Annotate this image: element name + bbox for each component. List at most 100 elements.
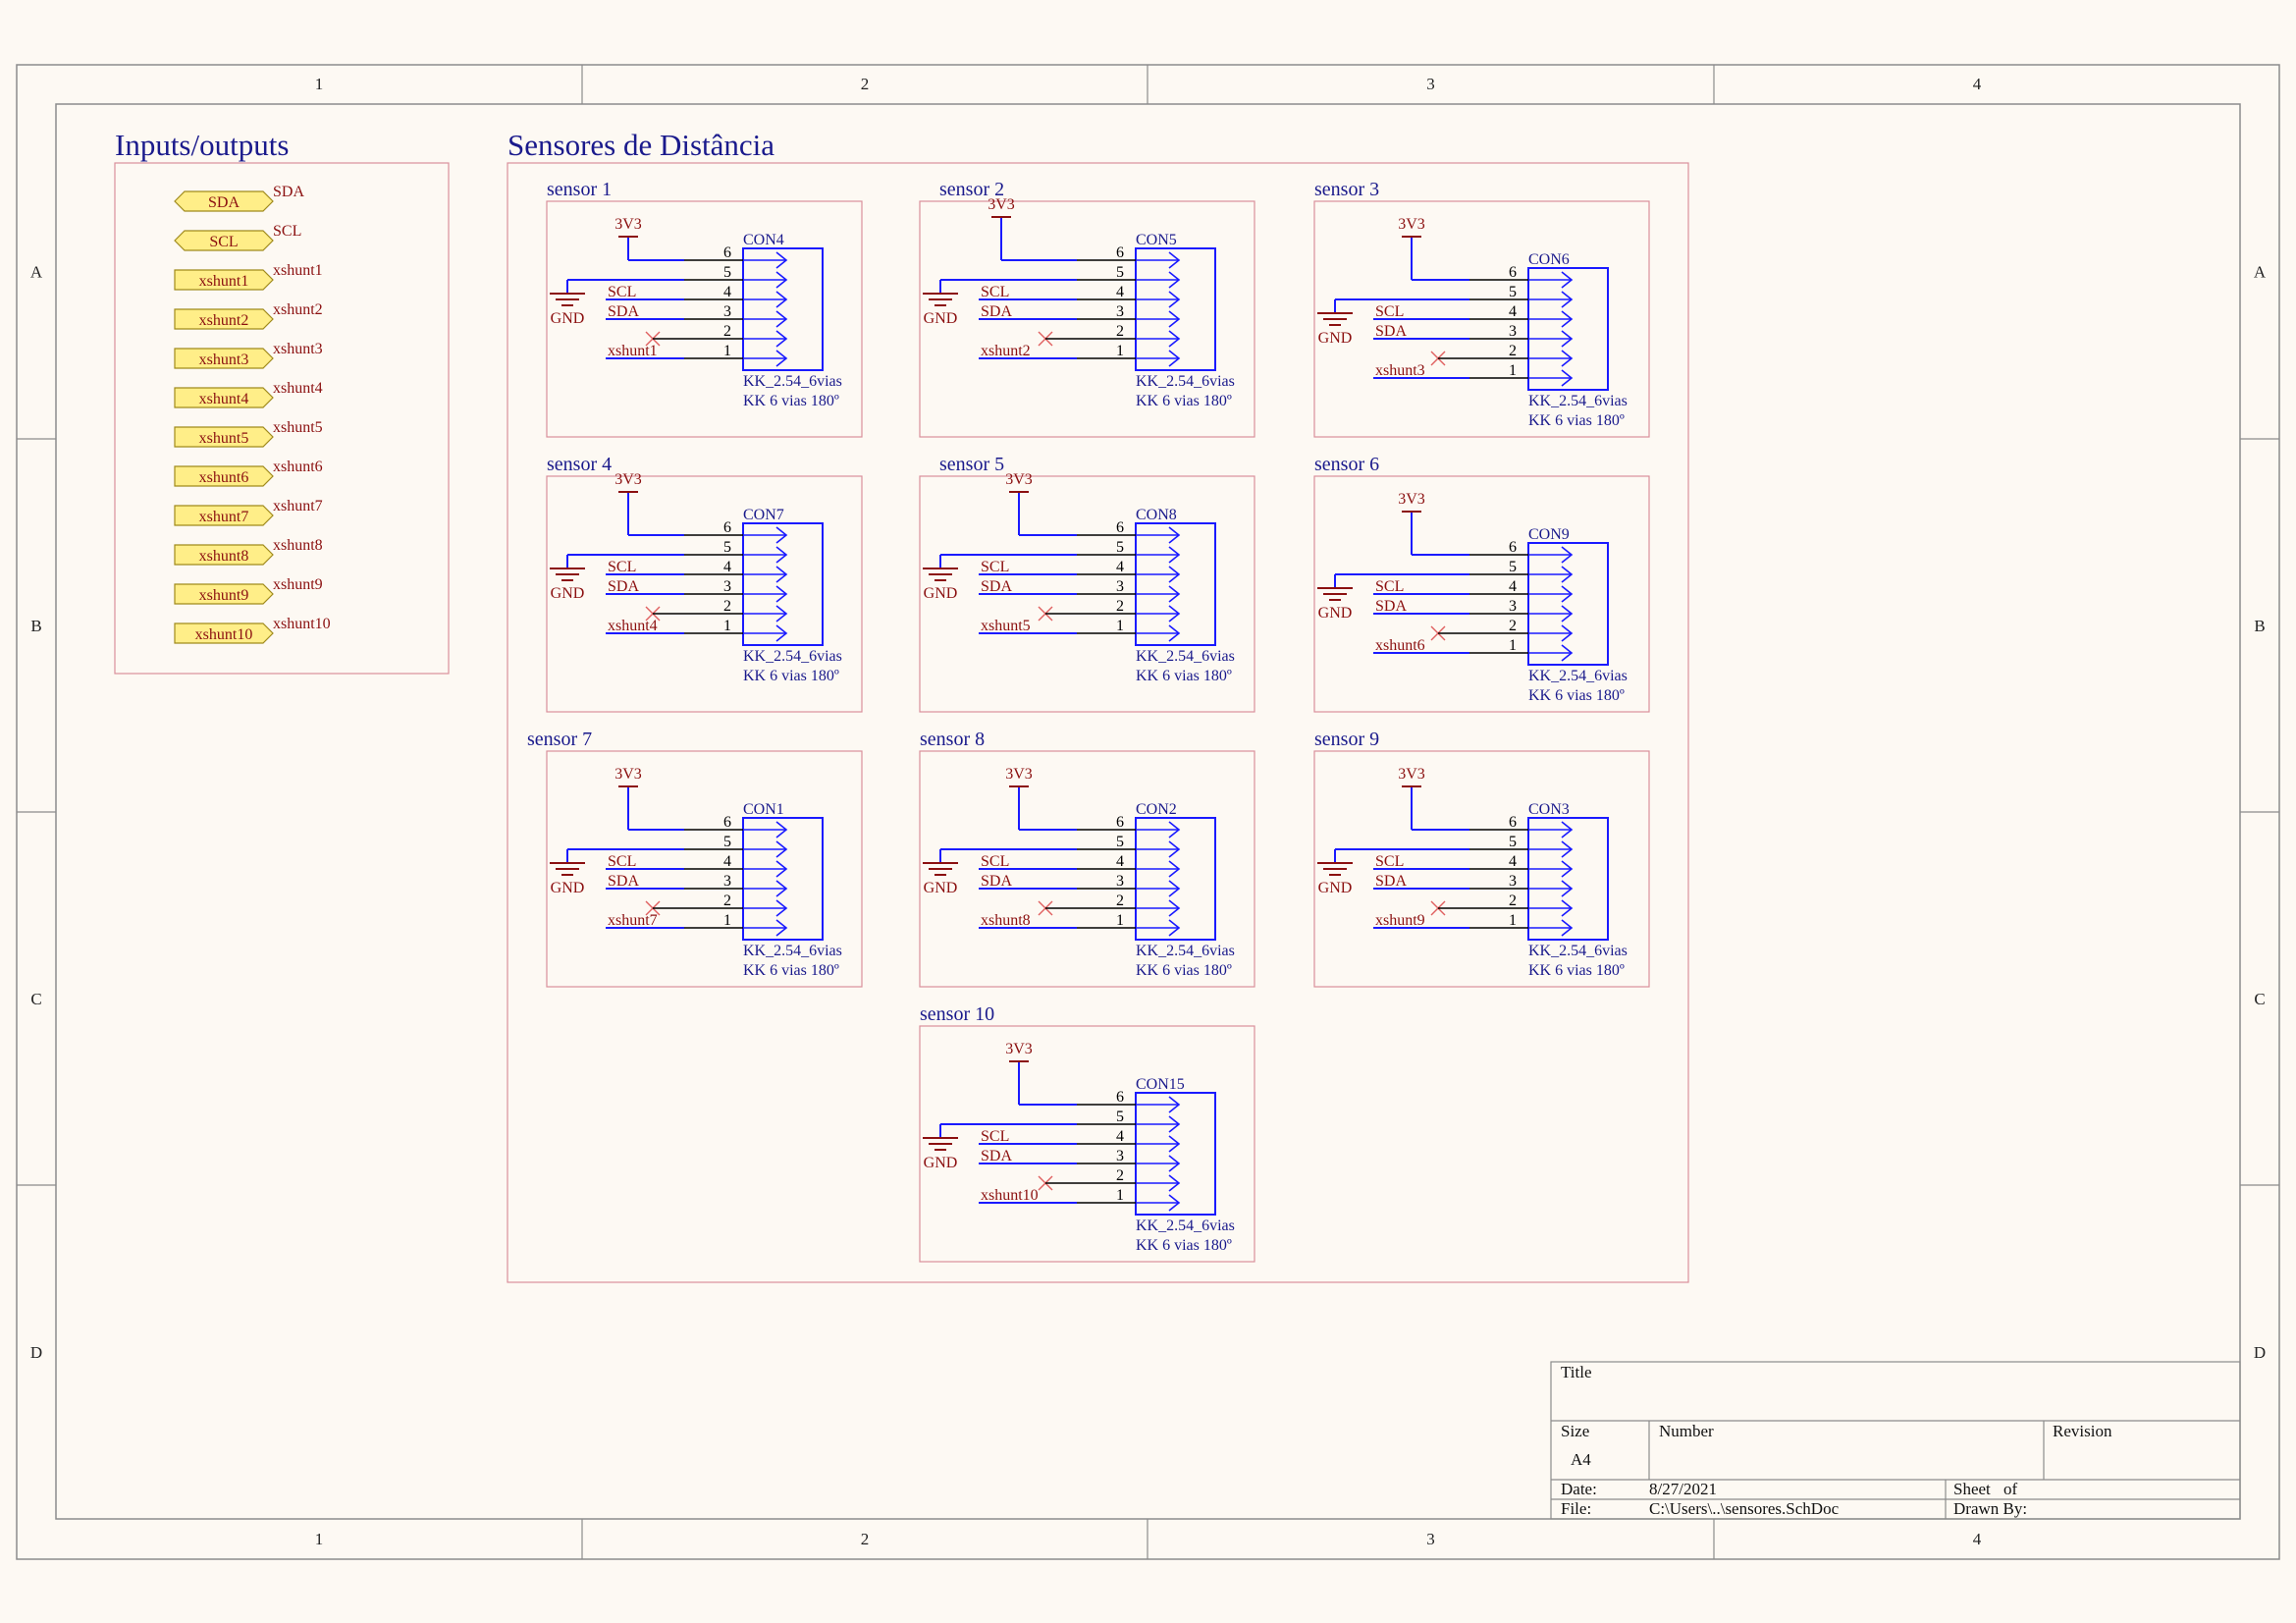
sensor-block-box bbox=[546, 200, 863, 438]
column-label: 2 bbox=[861, 75, 870, 93]
row-label: A bbox=[2254, 263, 2267, 282]
sensor-block-box bbox=[1313, 750, 1650, 988]
net-label-xshunt: xshunt9 bbox=[1375, 912, 1425, 929]
io-section: Inputs/outputs SDASDASCLSCLxshunt1xshunt… bbox=[114, 128, 450, 675]
pin-number: 1 bbox=[723, 912, 731, 929]
power-port-label: 3V3 bbox=[1005, 766, 1033, 783]
io-section-box bbox=[114, 162, 450, 675]
pin-number: 5 bbox=[1116, 264, 1124, 281]
port-label: xshunt7 bbox=[199, 509, 249, 525]
connector-description: KK 6 vias 180º bbox=[743, 962, 839, 979]
sensor-title: sensor 7 bbox=[527, 729, 592, 750]
net-label-sda: SDA bbox=[608, 303, 639, 320]
file-value: C:\Users\..\sensores.SchDoc bbox=[1649, 1499, 1840, 1518]
power-port-label: 3V3 bbox=[1398, 766, 1425, 783]
connector-body bbox=[1527, 542, 1609, 666]
connector-description: KK 6 vias 180º bbox=[1136, 393, 1232, 409]
sensor-title: sensor 6 bbox=[1314, 454, 1379, 475]
pin-number: 2 bbox=[1116, 598, 1124, 615]
port-label: xshunt9 bbox=[199, 587, 249, 604]
pin-number: 4 bbox=[1116, 284, 1124, 300]
pin-number: 3 bbox=[723, 873, 731, 890]
power-port-label: 3V3 bbox=[1005, 1041, 1033, 1057]
sensor-section-title: Sensores de Distância bbox=[507, 128, 774, 162]
title-label: Title bbox=[1561, 1363, 1592, 1381]
pin-number: 1 bbox=[1116, 343, 1124, 359]
net-label-scl: SCL bbox=[608, 853, 636, 870]
sensor-title: sensor 10 bbox=[920, 1003, 994, 1025]
pin-number: 1 bbox=[1116, 618, 1124, 634]
connector-footprint: KK_2.54_6vias bbox=[743, 373, 842, 390]
pin-number: 3 bbox=[723, 578, 731, 595]
connector-ref: CON7 bbox=[743, 507, 784, 523]
row-label: C bbox=[30, 990, 41, 1008]
connector-body bbox=[742, 817, 824, 941]
connector-ref: CON15 bbox=[1136, 1076, 1185, 1093]
net-label-sda: SDA bbox=[1375, 598, 1407, 615]
connector-footprint: KK_2.54_6vias bbox=[743, 943, 842, 959]
sensor-title: sensor 8 bbox=[920, 729, 985, 750]
drawn-by-label: Drawn By: bbox=[1953, 1499, 2027, 1518]
row-label: D bbox=[30, 1343, 42, 1362]
connector-body bbox=[1135, 817, 1216, 941]
net-label-scl: SCL bbox=[1375, 853, 1404, 870]
port-net-label: SCL bbox=[273, 223, 301, 240]
column-label: 4 bbox=[1973, 75, 1982, 93]
ground-label: GND bbox=[1318, 880, 1353, 896]
pin-number: 4 bbox=[1116, 853, 1124, 870]
connector-footprint: KK_2.54_6vias bbox=[743, 648, 842, 665]
title-block: Title Size A4 Number Revision Date: 8/27… bbox=[1550, 1361, 2241, 1520]
pin-number: 1 bbox=[723, 343, 731, 359]
sensor-block-box bbox=[919, 475, 1255, 713]
connector-body bbox=[742, 247, 824, 371]
connector-ref: CON9 bbox=[1528, 526, 1570, 543]
port-net-label: xshunt7 bbox=[273, 498, 323, 514]
port-net-label: xshunt5 bbox=[273, 419, 323, 436]
row-label: B bbox=[30, 617, 41, 635]
sheet-of: of bbox=[2003, 1480, 2018, 1498]
ground-label: GND bbox=[551, 880, 585, 896]
port-net-label: xshunt3 bbox=[273, 341, 323, 357]
port-net-label: xshunt10 bbox=[273, 616, 331, 632]
size-label: Size bbox=[1561, 1422, 1589, 1440]
pin-number: 4 bbox=[1116, 1128, 1124, 1145]
io-port-list: SDASDASCLSCLxshunt1xshunt1xshunt2xshunt2… bbox=[174, 184, 331, 644]
net-label-xshunt: xshunt3 bbox=[1375, 362, 1425, 379]
connector-ref: CON3 bbox=[1528, 801, 1570, 818]
column-label: 3 bbox=[1426, 1530, 1435, 1548]
column-label: 1 bbox=[315, 1530, 324, 1548]
sensor-title: sensor 2 bbox=[939, 179, 1004, 200]
row-label: A bbox=[30, 263, 43, 282]
pin-number: 6 bbox=[1116, 814, 1124, 831]
port-symbol bbox=[174, 230, 274, 251]
port-symbol bbox=[174, 622, 274, 644]
pin-number: 5 bbox=[1509, 834, 1517, 850]
sensor-block-box bbox=[1313, 475, 1650, 713]
power-port-label: 3V3 bbox=[988, 196, 1015, 213]
sensor-title: sensor 5 bbox=[939, 454, 1004, 475]
number-label: Number bbox=[1659, 1422, 1714, 1440]
pin-number: 4 bbox=[1509, 853, 1517, 870]
connector-ref: CON8 bbox=[1136, 507, 1177, 523]
pin-number: 2 bbox=[723, 323, 731, 340]
power-port-label: 3V3 bbox=[1398, 491, 1425, 508]
pin-number: 4 bbox=[723, 853, 731, 870]
port-net-label: xshunt2 bbox=[273, 301, 323, 318]
date-label: Date: bbox=[1561, 1480, 1597, 1498]
connector-footprint: KK_2.54_6vias bbox=[1136, 1217, 1235, 1234]
net-label-xshunt: xshunt2 bbox=[981, 343, 1031, 359]
net-label-scl: SCL bbox=[981, 1128, 1009, 1145]
size-value: A4 bbox=[1571, 1450, 1591, 1469]
port-symbol bbox=[174, 426, 274, 448]
sensor-title: sensor 9 bbox=[1314, 729, 1379, 750]
pin-number: 3 bbox=[1116, 873, 1124, 890]
pin-number: 6 bbox=[1509, 264, 1517, 281]
